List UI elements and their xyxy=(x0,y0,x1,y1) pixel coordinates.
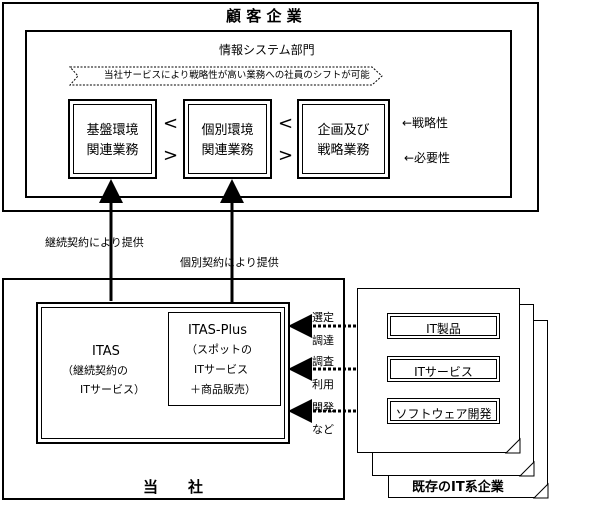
planning-line2: 戦略業務 xyxy=(317,143,370,158)
itas-name: ITAS xyxy=(92,344,120,359)
infrastructure-line1: 基盤環境 xyxy=(86,123,139,138)
less-than-2: < xyxy=(278,113,294,134)
vendor-title: 既存のIT系企業 xyxy=(412,480,504,495)
banner-arrow-shape xyxy=(68,66,383,86)
our-company-box xyxy=(2,278,345,500)
flow-label-etc: など xyxy=(312,423,334,436)
customer-title: 顧 客 企 業 xyxy=(226,7,302,25)
flow-label-procurement: 調達 xyxy=(312,334,334,347)
continuous-contract-label: 継続契約により提供 xyxy=(45,236,144,249)
software-development-box: ソフトウェア開発 xyxy=(387,398,500,424)
individual-environment-box: 個別環境 関連業務 xyxy=(183,99,272,179)
less-than-1: < xyxy=(163,113,179,134)
itas-plus-line3: ＋商品販売） xyxy=(190,383,256,396)
infrastructure-operations-box: 基盤環境 関連業務 xyxy=(68,99,157,179)
itas-plus-line2: ITサービス xyxy=(194,363,248,376)
it-department-title: 情報システム部門 xyxy=(219,43,315,57)
itas-plus-name: ITAS-Plus xyxy=(188,323,248,338)
our-company-title: 当 社 xyxy=(143,478,204,496)
individual-line2: 関連業務 xyxy=(201,143,254,158)
it-services-label: ITサービス xyxy=(414,365,473,379)
greater-than-1: > xyxy=(163,145,179,166)
itas-line2: ITサービス） xyxy=(80,383,145,396)
flow-label-selection: 選定 xyxy=(312,311,334,324)
itas-plus-line1: （スポットの xyxy=(186,343,252,356)
it-products-label: IT製品 xyxy=(426,322,461,336)
flow-label-research: 調査 xyxy=(312,355,334,368)
flow-label-use: 利用 xyxy=(312,378,334,391)
necessity-label: ←必要性 xyxy=(404,151,451,165)
itas-plus-box xyxy=(168,312,281,406)
individual-contract-label: 個別契約により提供 xyxy=(180,256,279,269)
customer-company-box xyxy=(2,2,539,212)
planning-line1: 企画及び xyxy=(317,123,370,138)
infrastructure-line2: 関連業務 xyxy=(86,143,139,158)
banner-text: 当社サービスにより戦略性が高い業務への社員のシフトが可能 xyxy=(104,70,370,81)
it-services-box: ITサービス xyxy=(387,356,500,382)
planning-strategy-box: 企画及び 戦略業務 xyxy=(297,99,390,179)
it-department-box xyxy=(25,30,512,198)
individual-line1: 個別環境 xyxy=(201,123,254,138)
it-products-box: IT製品 xyxy=(387,313,500,339)
software-development-label: ソフトウェア開発 xyxy=(395,407,492,421)
strategy-label: ←戦略性 xyxy=(402,116,449,130)
greater-than-2: > xyxy=(278,145,294,166)
itas-line1: （継続契約の xyxy=(62,364,128,377)
flow-label-development: 開発 xyxy=(312,401,334,414)
